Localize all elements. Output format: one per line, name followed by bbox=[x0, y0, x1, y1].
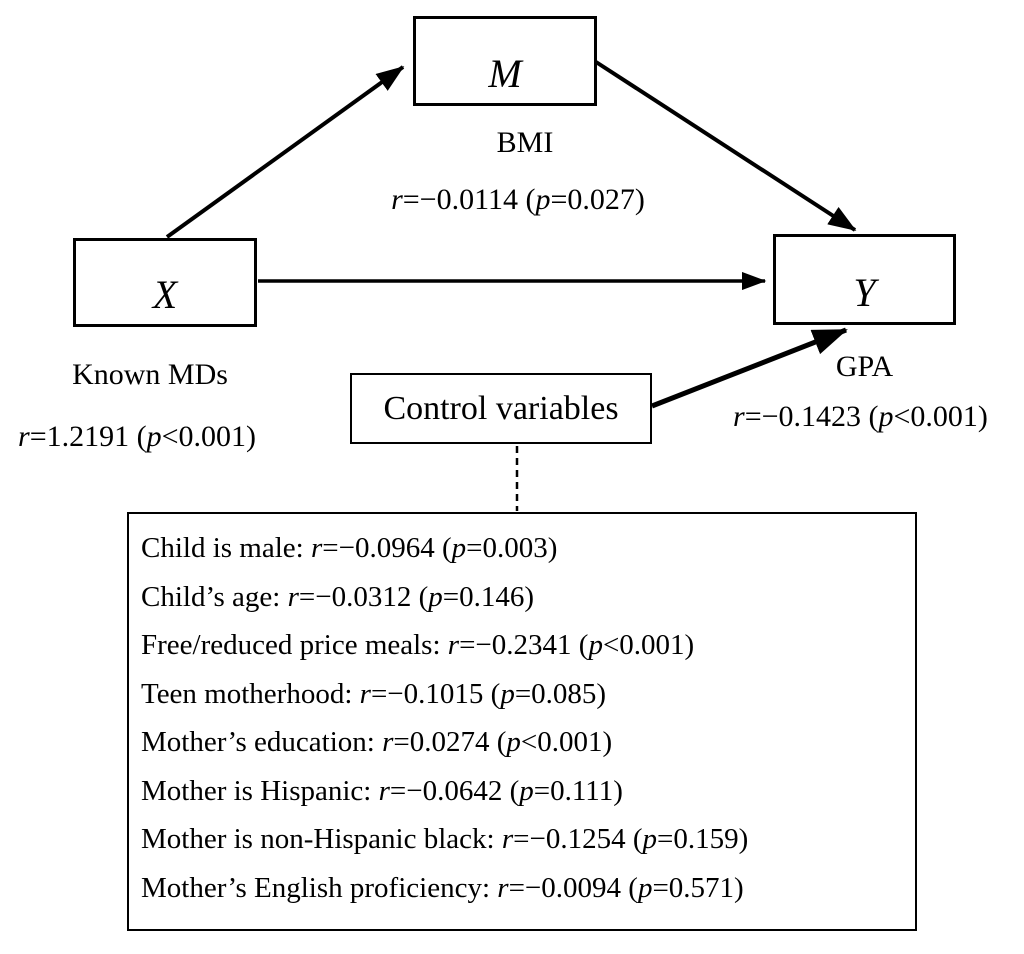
arrow-x-to-m bbox=[165, 65, 405, 239]
control-variables-label: Control variables bbox=[383, 389, 619, 427]
p-symbol: p bbox=[500, 677, 515, 710]
p-value: =0.027) bbox=[550, 183, 645, 216]
item-label: Child is male: bbox=[141, 532, 311, 564]
outcome-letter: Y bbox=[853, 270, 876, 315]
item-label: Free/reduced price meals: bbox=[141, 629, 448, 661]
r-value: =−0.2341 ( bbox=[459, 629, 589, 661]
r-symbol: r bbox=[501, 823, 514, 855]
control-variable-item: Teen motherhood: r=−0.1015 (p=0.085) bbox=[141, 670, 905, 719]
r-symbol: r bbox=[18, 420, 30, 453]
p-symbol: p bbox=[146, 420, 162, 453]
r-symbol: r bbox=[447, 629, 460, 661]
r-value: =1.2191 ( bbox=[29, 420, 147, 453]
mediator-caption-bmi: BMI bbox=[496, 126, 554, 159]
r-symbol: r bbox=[382, 726, 394, 758]
item-label: Mother is Hispanic: bbox=[141, 774, 379, 807]
r-value: =0.0274 ( bbox=[393, 726, 507, 758]
r-value: =−0.1015 ( bbox=[370, 677, 501, 710]
item-label: Mother’s English proficiency: bbox=[141, 871, 498, 904]
r-value: =−0.0094 ( bbox=[508, 871, 638, 904]
predictor-box-x: X bbox=[73, 238, 257, 327]
arrow-control-to-y bbox=[651, 327, 848, 409]
control-variable-item: Mother is non-Hispanic black: r=−0.1254 … bbox=[141, 815, 905, 864]
r-value: =−0.1423 ( bbox=[744, 400, 879, 433]
p-symbol: p bbox=[428, 580, 443, 613]
r-symbol: r bbox=[391, 183, 403, 216]
control-variable-item: Child is male: r=−0.0964 (p=0.003) bbox=[141, 524, 905, 573]
item-label: Teen motherhood: bbox=[141, 677, 360, 710]
p-value: <0.001) bbox=[161, 420, 257, 453]
item-label: Mother’s education: bbox=[141, 726, 383, 758]
control-variables-list: Child is male: r=−0.0964 (p=0.003) Child… bbox=[127, 512, 917, 931]
r-value: =−0.0312 ( bbox=[298, 580, 429, 613]
p-symbol: p bbox=[878, 400, 894, 433]
p-value: <0.001) bbox=[520, 726, 613, 758]
p-value: =0.111) bbox=[533, 774, 623, 807]
p-symbol: p bbox=[451, 532, 467, 564]
r-symbol: r bbox=[378, 774, 390, 807]
control-variable-item: Mother’s education: r=0.0274 (p<0.001) bbox=[141, 718, 905, 767]
r-symbol: r bbox=[310, 532, 323, 564]
p-value: =0.085) bbox=[514, 677, 607, 710]
outcome-caption-gpa: GPA bbox=[835, 350, 894, 383]
p-value: <0.001) bbox=[893, 400, 988, 433]
r-symbol: r bbox=[733, 400, 745, 433]
mediator-stat: r=−0.0114 (p=0.027) bbox=[368, 183, 668, 216]
r-symbol: r bbox=[287, 580, 299, 613]
p-value: =0.571) bbox=[652, 871, 744, 904]
r-symbol: r bbox=[359, 677, 371, 710]
p-symbol: p bbox=[588, 629, 603, 661]
control-variable-item: Child’s age: r=−0.0312 (p=0.146) bbox=[141, 573, 905, 622]
item-label: Mother is non-Hispanic black: bbox=[141, 823, 502, 855]
p-value: =0.003) bbox=[466, 532, 558, 564]
outcome-stat: r=−0.1423 (p<0.001) bbox=[733, 400, 988, 433]
p-symbol: p bbox=[535, 183, 551, 216]
control-variables-box: Control variables bbox=[350, 373, 652, 444]
r-value: =−0.1254 ( bbox=[513, 823, 643, 855]
r-value: =−0.0964 ( bbox=[322, 532, 452, 564]
mediator-box-m: M bbox=[413, 16, 597, 106]
p-symbol: p bbox=[519, 774, 534, 807]
predictor-stat: r=1.2191 (p<0.001) bbox=[18, 420, 256, 453]
r-value: =−0.0642 ( bbox=[389, 774, 520, 807]
item-label: Child’s age: bbox=[141, 580, 288, 613]
arrow-m-to-y bbox=[594, 60, 857, 232]
p-value: =0.159) bbox=[657, 823, 749, 855]
p-symbol: p bbox=[642, 823, 658, 855]
predictor-caption-known-mds: Known MDs bbox=[72, 358, 228, 391]
p-symbol: p bbox=[637, 871, 653, 904]
mediator-letter: M bbox=[488, 51, 522, 96]
predictor-letter: X bbox=[152, 272, 178, 317]
p-symbol: p bbox=[506, 726, 521, 758]
p-value: =0.146) bbox=[442, 580, 535, 613]
outcome-box-y: Y bbox=[773, 234, 956, 325]
control-variable-item: Mother is Hispanic: r=−0.0642 (p=0.111) bbox=[141, 767, 905, 816]
control-variable-item: Free/reduced price meals: r=−0.2341 (p<0… bbox=[141, 621, 905, 670]
control-variable-item: Mother’s English proficiency: r=−0.0094 … bbox=[141, 864, 905, 913]
p-value: <0.001) bbox=[602, 629, 695, 661]
r-symbol: r bbox=[497, 871, 509, 904]
r-value: =−0.0114 ( bbox=[402, 183, 536, 216]
